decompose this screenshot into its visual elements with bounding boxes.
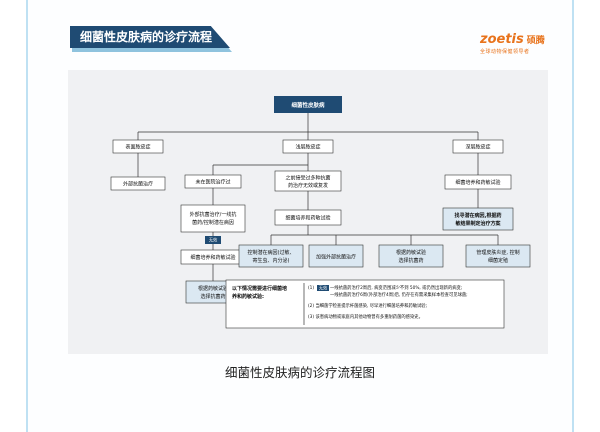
note1-text: 一线抗菌药治疗2周后, 病变范围减少不到 50%, 或仍然出现新的病变;: [330, 284, 462, 291]
note-box: [225, 279, 505, 329]
node-strengthen-label: 加强外部抗菌治疗: [316, 254, 356, 261]
node-surface-label: 表面脓皮症: [125, 144, 150, 151]
node-failed-label-2: 药治疗无效或复发: [288, 182, 328, 189]
node-mid-culture-label: 细菌培养和药敏试验: [285, 215, 330, 222]
node-left-select-label-2: 选择抗菌药: [200, 293, 225, 300]
node-surface: [112, 139, 164, 154]
node-root-label: 细菌性皮肤病: [291, 101, 325, 109]
node-topical-label-1: 外部抗菌治疗/一线抗: [190, 211, 237, 218]
node-manage: [465, 244, 531, 268]
node-failed: [274, 170, 342, 192]
node-mid-select-label-1: 根据药敏试验: [396, 249, 426, 256]
brand-cn: 硕腾: [526, 36, 545, 46]
node-deep-test: [444, 174, 512, 190]
node-root: [274, 96, 342, 113]
flowchart: 细菌性皮肤病 表面脓皮症 浅层脓皮症 深层脓皮症 外部抗菌治疗 未在医院治疗过 …: [110, 96, 531, 329]
title-banner: 细菌性皮肤病的诊疗流程: [70, 26, 230, 48]
node-deep-test-label: 细菌培养和药敏试验: [455, 179, 500, 186]
node-deep-result: [442, 207, 514, 231]
note-heading-2: 养和药敏试验:: [231, 293, 264, 300]
note1-num: (1): [308, 285, 314, 291]
node-deep-label: 深层脓皮症: [465, 144, 490, 151]
node-control-label-2: 寄生虫、内分泌): [253, 257, 290, 264]
note-heading-1: 以下情况需要进行细菌培: [232, 285, 287, 292]
note2: (2) 当细菌学检查提示杆菌感染, 尽早进行细菌培养和药敏试验;: [308, 302, 427, 309]
node-mid-select-label-2: 选择抗菌药: [398, 257, 423, 264]
node-topical-label-2: 菌药/控制潜在病因: [192, 219, 234, 226]
node-not-treated-label: 未在医院治疗过: [195, 179, 230, 186]
invalid-tag-label: 无效: [209, 237, 218, 244]
node-deep: [452, 139, 504, 154]
node-mid-culture: [274, 209, 342, 226]
node-deep-result-label-1: 找寻潜在病因,根据药: [455, 212, 502, 219]
node-surface-treatment-label: 外部抗菌治疗: [123, 181, 153, 188]
figure-caption: 细菌性皮肤病的诊疗流程图: [224, 365, 375, 380]
node-topical: [180, 204, 246, 233]
node-control: [238, 244, 304, 268]
invalid-tag: [205, 236, 221, 244]
node-left-culture-label: 细菌培养和药敏试验: [190, 254, 235, 261]
note3: (3) 该患病动物或家庭内其他动物曾有多重耐药菌的感染史。: [308, 313, 423, 320]
node-deep-result-label-2: 敏结果制定治疗方案: [454, 220, 501, 227]
node-mid-select: [378, 244, 444, 268]
node-superficial-label: 浅层脓皮症: [295, 144, 320, 151]
node-failed-label-1: 之前接受过多种抗菌: [285, 175, 330, 182]
note1-text-2: 一线抗菌药治疗6周(外部治疗4周)后, 仍存在有需采集样本检查可见球菌;: [330, 291, 468, 298]
node-control-label-1: 控制潜在病因(过敏、: [248, 249, 295, 256]
node-left-select-label-1: 根据药敏试验: [198, 285, 228, 292]
brand-name: zoetis: [480, 32, 524, 47]
node-manage-label-1: 管理皮肤炎症, 控制: [476, 249, 519, 256]
note1-tag: [317, 285, 329, 291]
note1-tag-label: 无效: [319, 285, 328, 292]
node-superficial: [282, 139, 334, 154]
node-manage-label-2: 细菌定殖: [488, 257, 508, 264]
node-strengthen: [308, 244, 364, 268]
brand-slogan: 全球动物保健领导者: [480, 49, 530, 55]
node-not-treated: [184, 174, 242, 189]
node-surface-treatment: [110, 176, 166, 191]
